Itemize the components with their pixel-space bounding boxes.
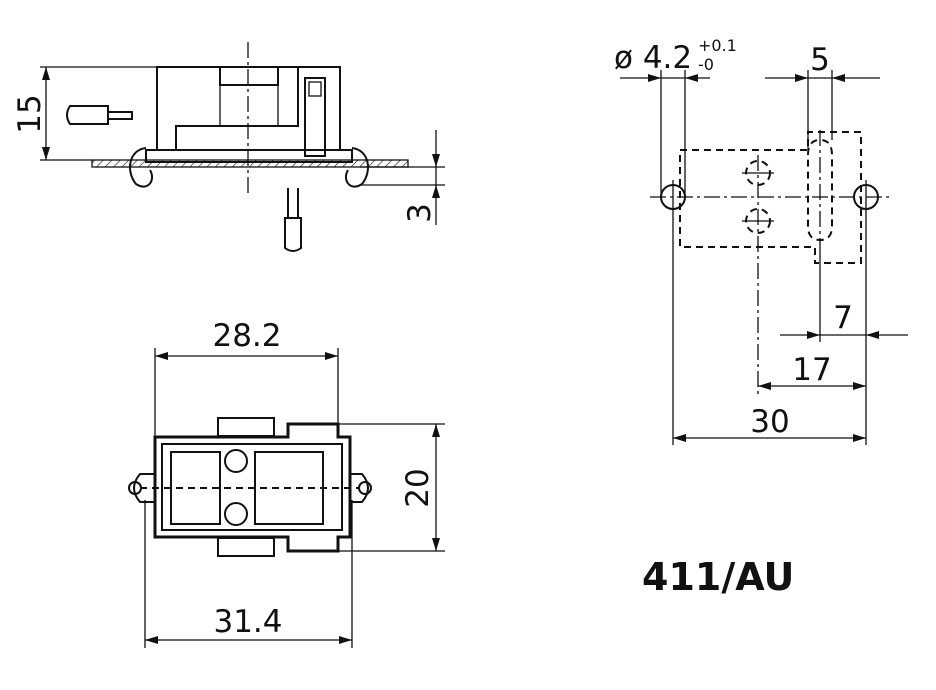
dim-width-31-4: 31.4 — [213, 604, 282, 640]
side-view: 15 3 — [12, 42, 445, 252]
dim-overall-30: 30 — [750, 404, 789, 440]
model-label: 411/AU — [642, 555, 794, 599]
dim-offset-7: 7 — [833, 300, 853, 336]
dim-panel-3: 3 — [402, 203, 438, 223]
dim-offset-17: 17 — [792, 352, 831, 388]
dim-hole-tol-minus: -0 — [698, 55, 714, 74]
dim-width-28-2: 28.2 — [212, 318, 281, 354]
dim-height-20: 20 — [400, 468, 436, 507]
cutout-view: ø 4.2 +0.1 -0 5 7 17 30 — [614, 36, 908, 445]
dim-height-15: 15 — [12, 94, 48, 133]
dim-hole-diameter: ø 4.2 — [614, 40, 692, 76]
top-view: 28.2 31.4 20 — [128, 318, 445, 648]
dim-slot-width-5: 5 — [810, 42, 830, 78]
dim-hole-tol-plus: +0.1 — [698, 36, 737, 55]
